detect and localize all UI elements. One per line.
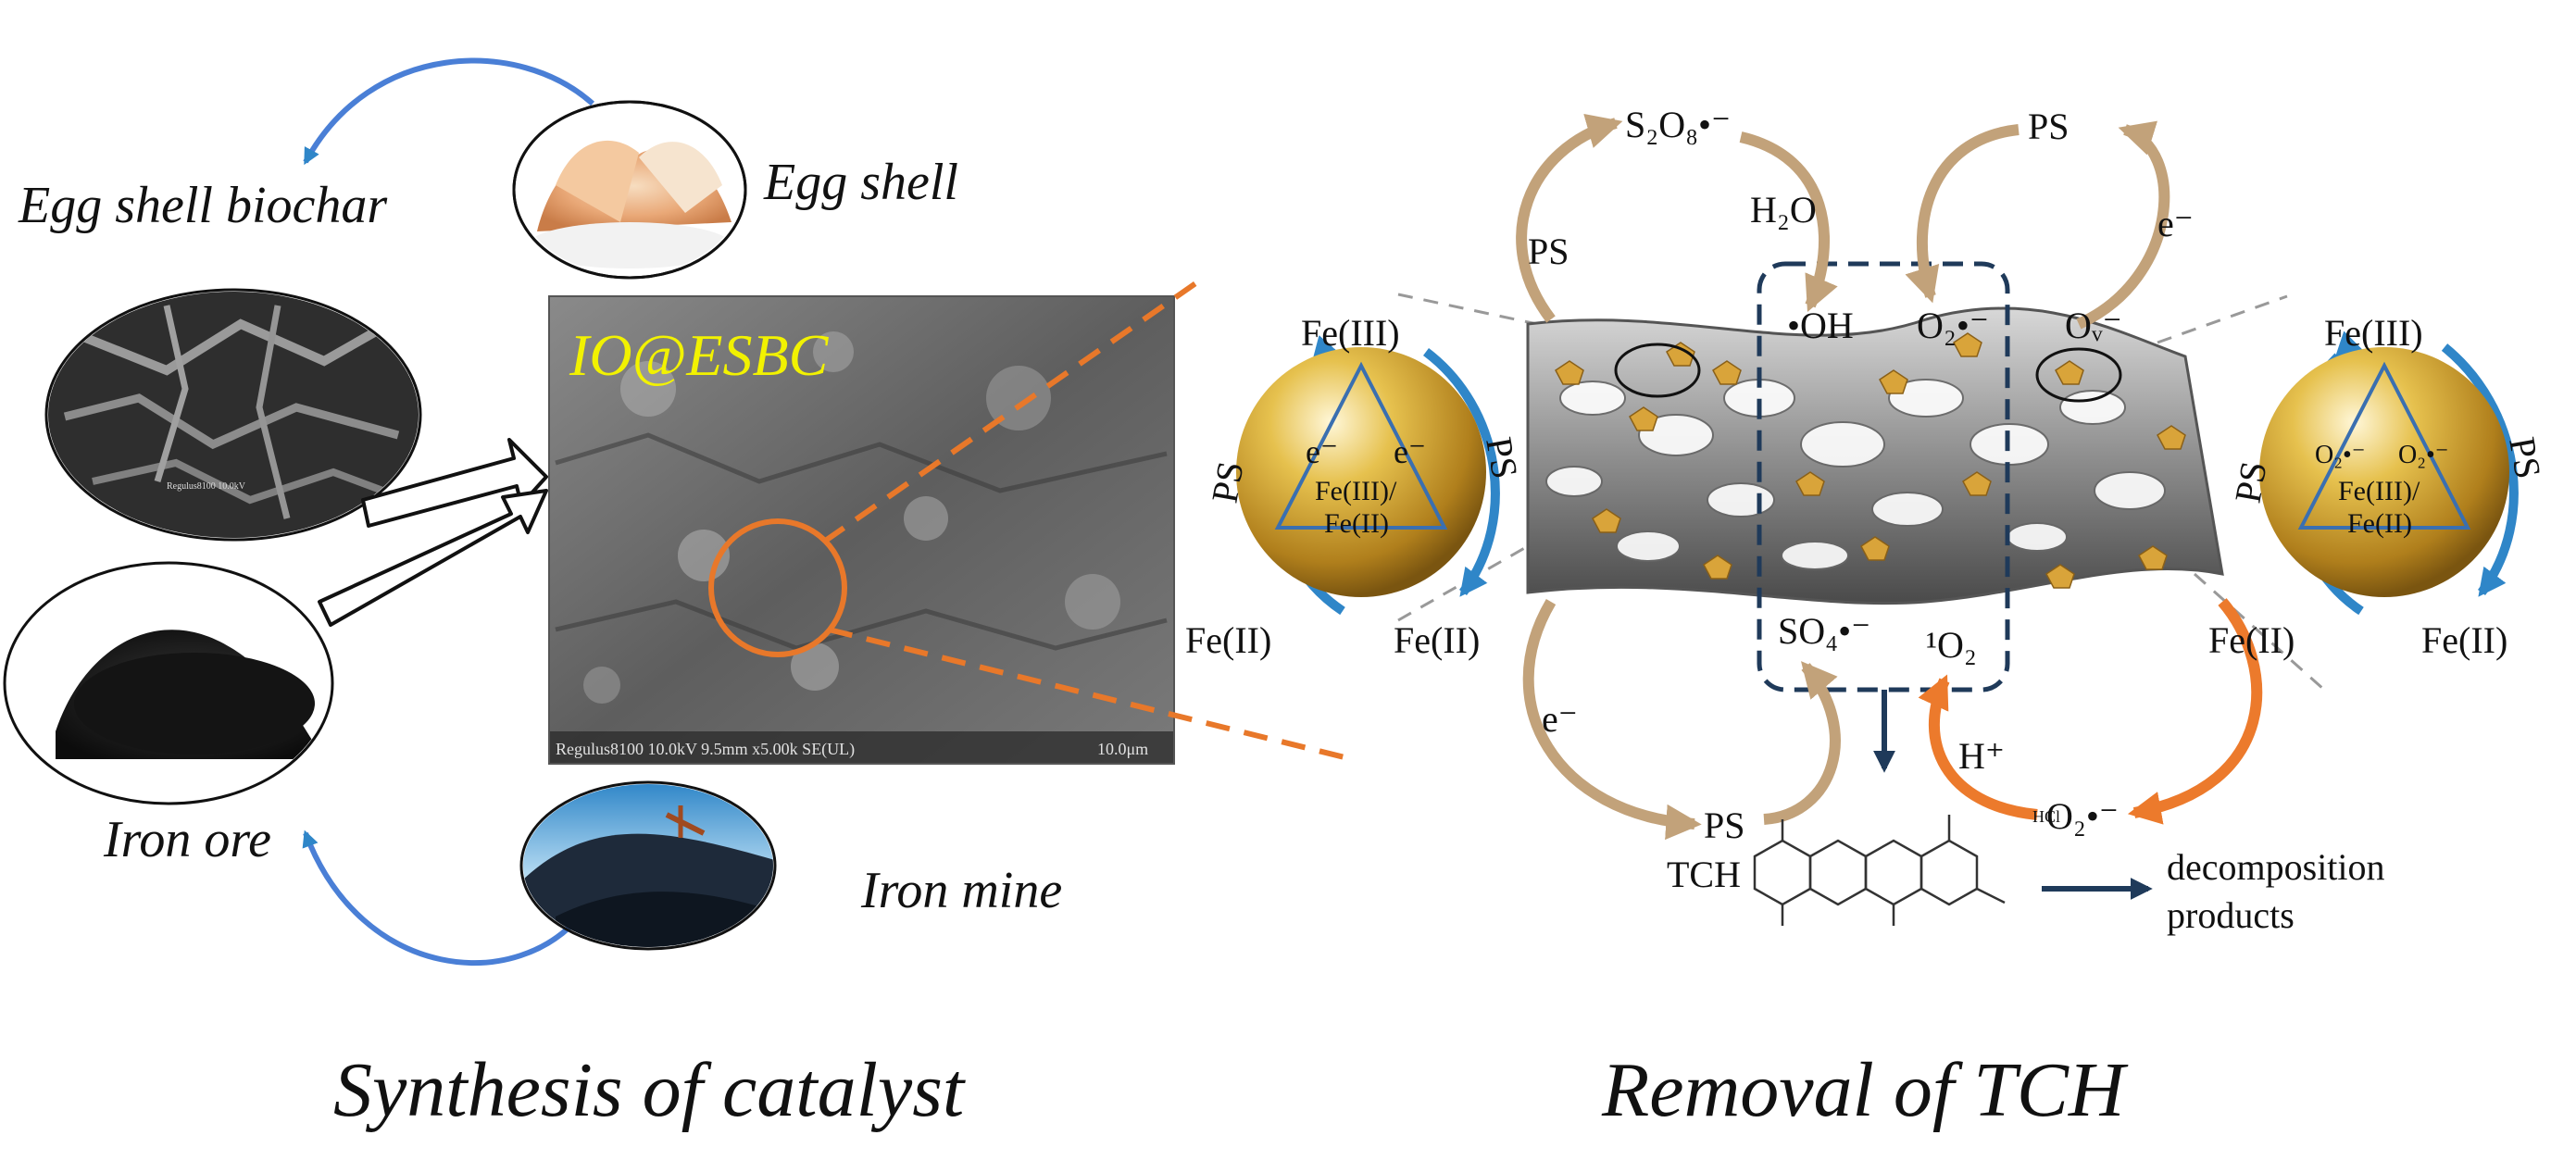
blue-arrow-left-right bbox=[1422, 348, 1500, 597]
e-minus-top-right: e⁻ bbox=[2157, 203, 2194, 244]
catalyst-label: IO@ESBC bbox=[569, 322, 830, 388]
cycle-arrow-bottom bbox=[302, 829, 586, 966]
decomposition-line2: products bbox=[2167, 894, 2295, 936]
iron-ore-image bbox=[3, 561, 334, 805]
right-sphere-ps-right: PS bbox=[2501, 434, 2549, 482]
arrow-ps-to-so4 bbox=[1763, 661, 1841, 825]
link-line-left-top bbox=[1397, 293, 1538, 326]
egg-shell-image bbox=[512, 100, 747, 280]
left-sphere-center1: Fe(III)/ bbox=[1315, 476, 1397, 506]
biochar-caption: Regulus8100 10.0kV bbox=[167, 481, 246, 492]
tch-structure bbox=[1753, 815, 2006, 926]
oh-radical: •OH bbox=[1787, 305, 1854, 346]
e-minus-bottom-left: e⁻ bbox=[1542, 698, 1578, 740]
catalyst-sem-image: Regulus8100 10.0kV 9.5mm x5.00k SE(UL) 1… bbox=[548, 295, 1175, 765]
fe-sphere-right bbox=[2259, 331, 2519, 616]
arrow-o2-to-singlet bbox=[1918, 674, 2038, 820]
right-sphere-center2: Fe(II) bbox=[2347, 508, 2412, 539]
right-sphere-ps-left: PS bbox=[2227, 458, 2275, 506]
zoom-line-bottom bbox=[828, 627, 1353, 762]
fe-sphere-left bbox=[1236, 335, 1500, 616]
right-sphere-o2: O₂•⁻ bbox=[2398, 441, 2449, 469]
right-sphere-bl: Fe(II) bbox=[2208, 619, 2295, 661]
biochar-sem-image: Regulus8100 10.0kV bbox=[44, 288, 422, 542]
o2-radical-box: O₂•⁻ bbox=[1917, 305, 1989, 346]
left-sphere-ps-right: PS bbox=[1478, 434, 1526, 482]
arrow-ps-to-o2 bbox=[1905, 124, 2020, 304]
sem-caption: Regulus8100 10.0kV 9.5mm x5.00k SE(UL) bbox=[556, 740, 855, 759]
left-sphere-center2: Fe(II) bbox=[1324, 508, 1389, 539]
iron-ore-label: Iron ore bbox=[103, 811, 271, 868]
ps-top-right: PS bbox=[2028, 106, 2070, 147]
blue-arrow-right-right bbox=[2441, 343, 2519, 597]
left-sphere-e1: e⁻ bbox=[1306, 433, 1338, 470]
arrow-ore-to-catalyst bbox=[318, 489, 548, 627]
left-sphere-bl: Fe(II) bbox=[1185, 619, 1271, 661]
radical-box bbox=[1757, 261, 2010, 692]
arrow-s2o8-to-oh bbox=[1739, 131, 1838, 313]
synthesis-section-title: Synthesis of catalyst bbox=[333, 1047, 967, 1133]
right-sphere-o1: O₂•⁻ bbox=[2315, 441, 2366, 469]
o2-radical-bottom: O₂•⁻ bbox=[2046, 795, 2119, 837]
iron-mine-label: Iron mine bbox=[860, 862, 1062, 919]
arrow-to-ps-bottom bbox=[1522, 598, 1702, 841]
left-sphere-ps-left: PS bbox=[1204, 458, 1252, 506]
ov-label: Oᵥ⁻ bbox=[2065, 305, 2122, 346]
right-sphere-br: Fe(II) bbox=[2421, 619, 2507, 661]
iron-mine-image bbox=[519, 780, 777, 951]
ps-top-left: PS bbox=[1528, 231, 1569, 272]
highlight-circle-right bbox=[2035, 347, 2122, 403]
cycle-arrow-top bbox=[303, 57, 595, 166]
arrow-ov-to-ps bbox=[2076, 120, 2170, 330]
removal-section-title: Removal of TCH bbox=[1601, 1047, 2129, 1133]
link-line-right-top bbox=[2157, 294, 2288, 344]
left-sphere-top: Fe(III) bbox=[1301, 312, 1400, 354]
so4-radical: SO₄•⁻ bbox=[1778, 610, 1870, 652]
singlet-oxygen: ¹O₂ bbox=[1926, 624, 1977, 666]
s2o8-label: S₂O₈•⁻ bbox=[1625, 104, 1731, 145]
biochar-label: Egg shell biochar bbox=[18, 177, 387, 234]
link-line-right-bottom bbox=[2194, 572, 2325, 692]
tch-label: TCH bbox=[1667, 854, 1741, 895]
h-plus-label: H⁺ bbox=[1958, 735, 2005, 777]
left-sphere-br: Fe(II) bbox=[1394, 619, 1480, 661]
right-sphere-top: Fe(III) bbox=[2324, 312, 2423, 354]
decomposition-line1: decomposition bbox=[2167, 846, 2385, 888]
catalyst-tube bbox=[1526, 306, 2224, 605]
left-sphere-e2: e⁻ bbox=[1394, 433, 1426, 470]
h2o-label: H₂O bbox=[1750, 189, 1817, 231]
hcl-label: HCl bbox=[2032, 807, 2060, 826]
right-sphere-center1: Fe(III)/ bbox=[2338, 476, 2420, 506]
sem-scale-label: 10.0μm bbox=[1097, 740, 1148, 758]
zoom-circle bbox=[708, 518, 847, 657]
highlight-circle-left bbox=[1614, 343, 1701, 398]
arrow-to-s2o8 bbox=[1516, 113, 1623, 323]
arrow-orange-to-o2 bbox=[2127, 598, 2263, 825]
egg-shell-label: Egg shell bbox=[763, 154, 958, 211]
ps-bottom: PS bbox=[1704, 805, 1745, 846]
